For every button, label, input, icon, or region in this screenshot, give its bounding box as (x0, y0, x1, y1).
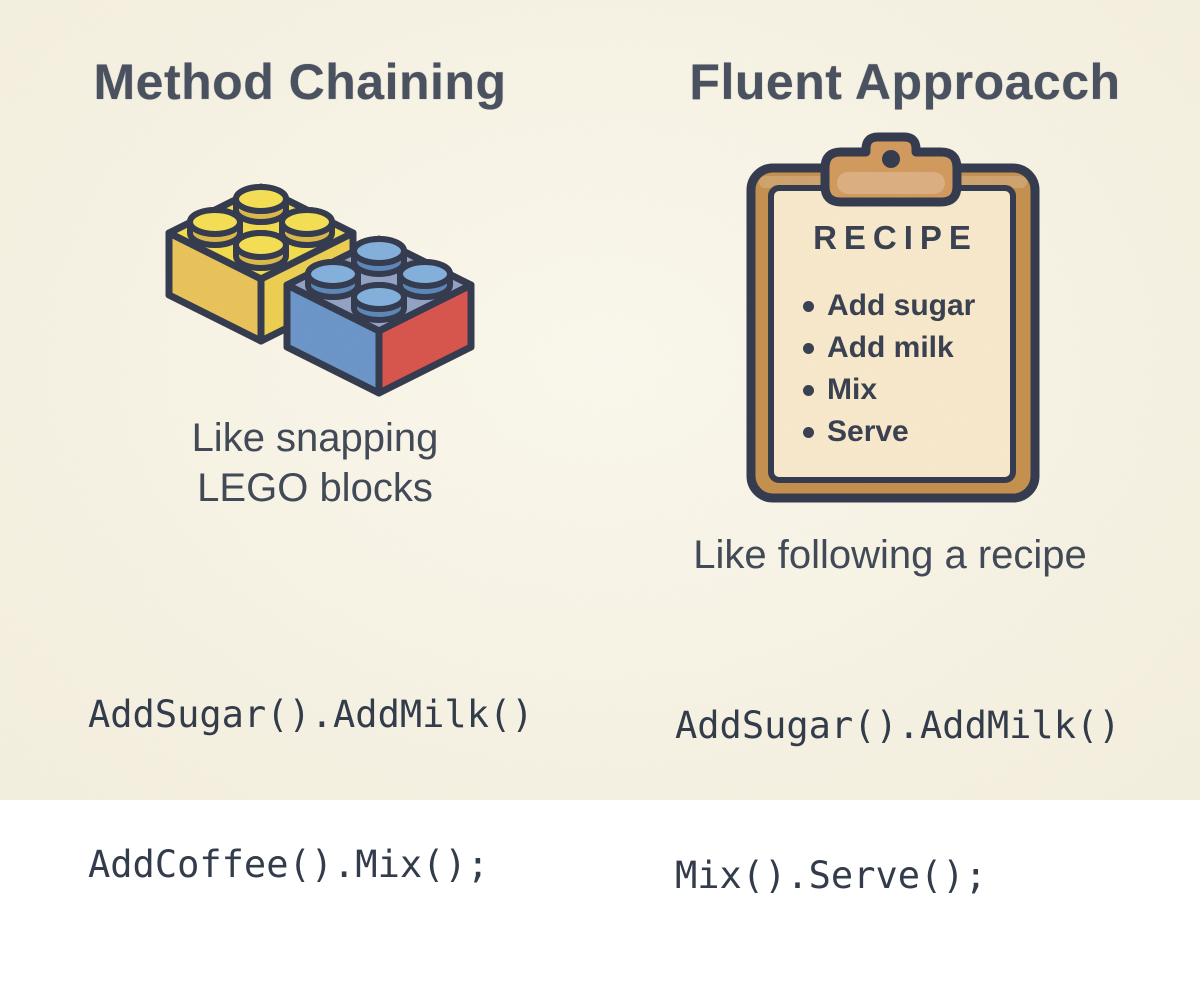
recipe-item: Serve (803, 411, 1003, 453)
recipe-item: Add milk (803, 327, 1003, 369)
infographic-canvas: Method Chaining (0, 0, 1200, 897)
recipe-item-label: Add sugar (827, 289, 976, 322)
recipe-heading: RECIPE (813, 219, 978, 256)
right-code-snippet: AddSugar().AddMilk() Mix().Serve(); (675, 601, 1121, 1001)
left-code-line2: AddCoffee().Mix(); (88, 843, 489, 886)
bullet-icon (803, 426, 814, 438)
left-code-snippet: AddSugar().AddMilk() AddCoffee().Mix(); (88, 590, 534, 990)
right-code-line2: Mix().Serve(); (675, 854, 987, 897)
bullet-icon (803, 384, 814, 396)
clipboard-clip (820, 132, 962, 207)
right-code-line1: AddSugar().AddMilk() (675, 704, 1121, 747)
right-column-title: Fluent Approacch (689, 54, 1121, 110)
right-caption: Like following a recipe (693, 533, 1087, 577)
left-caption-line1: Like snapping (191, 416, 439, 460)
recipe-item-label: Serve (827, 415, 909, 448)
bullet-icon (803, 342, 814, 354)
bullet-icon (803, 300, 814, 312)
left-code-line1: AddSugar().AddMilk() (88, 693, 534, 736)
lego-bricks-icon (165, 183, 475, 397)
left-caption-line2: LEGO blocks (197, 466, 433, 510)
left-column-title: Method Chaining (93, 54, 507, 110)
recipe-item: Add sugar (803, 285, 1003, 327)
left-caption: Like snapping LEGO blocks (140, 413, 490, 513)
recipe-item-label: Add milk (827, 331, 954, 364)
recipe-list: Add sugar Add milk Mix Serve (803, 285, 1003, 453)
recipe-item: Mix (803, 369, 1003, 411)
clip-hole-icon (882, 150, 900, 168)
recipe-item-label: Mix (827, 373, 878, 406)
